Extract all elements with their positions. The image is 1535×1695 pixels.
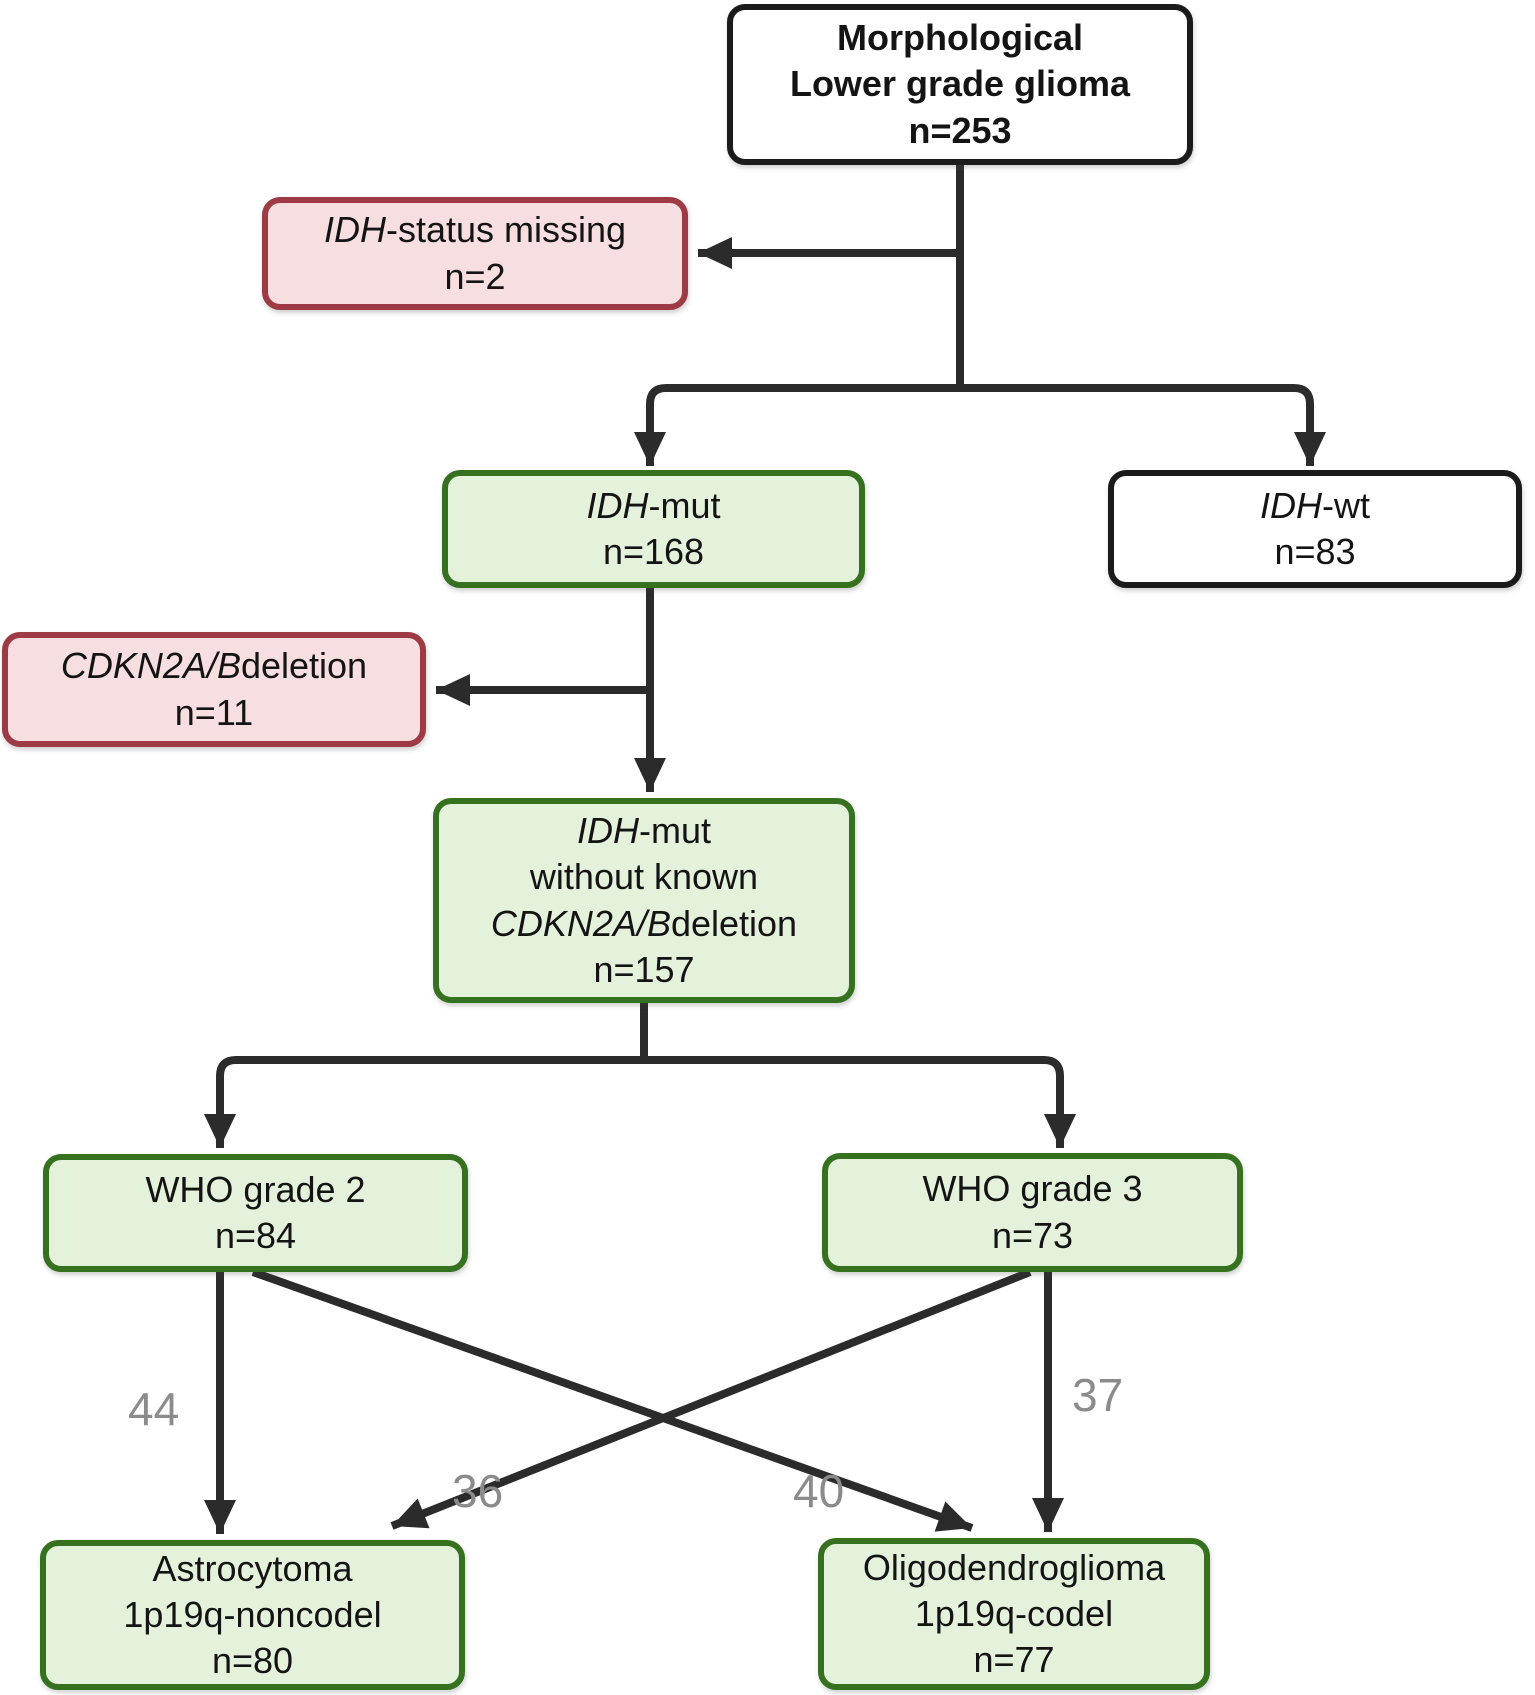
edge-root-branch [634,384,1326,466]
box-cdkn2ab-deletion: CDKN2A/Bdeletion n=11 [2,632,426,747]
box-who-grade-2: WHO grade 2 n=84 [43,1154,468,1272]
box-text: n=73 [991,1214,1074,1256]
gene-name: IDH [1260,484,1322,526]
gene-name: IDH [577,810,639,852]
box-line: n=84 [215,1213,296,1259]
box-line: IDH-mut [587,483,721,529]
box-line: n=80 [212,1638,293,1684]
box-line: n=253 [908,108,1011,154]
edge-nodel-branch [204,1056,1076,1148]
box-line: Lower grade glioma [790,61,1130,107]
box-line: IDH-status missing [324,207,626,253]
box-line: n=77 [973,1637,1054,1683]
box-text: deletion [240,645,368,687]
box-astrocytoma: Astrocytoma 1p19q-noncodel n=80 [40,1540,465,1690]
edge-label-who3-oligo: 37 [1072,1369,1124,1421]
box-text: Oligodendroglioma [862,1546,1166,1588]
edge-label-who2-oligo: 40 [793,1465,845,1517]
box-line: 1p19q-codel [915,1591,1113,1637]
box-text: n=11 [174,691,254,733]
box-text: 1p19q-noncodel [123,1593,382,1635]
box-line: n=2 [444,254,505,300]
gene-name: CDKN2A/B [60,645,241,687]
box-text: n=80 [211,1640,294,1682]
box-line: n=73 [992,1213,1073,1259]
box-idh-mut-without-deletion: IDH-mut without known CDKN2A/Bdeletion n… [433,798,855,1003]
box-text: 1p19q-codel [914,1592,1114,1634]
edge-label-who2-astro: 44 [128,1383,180,1435]
gene-name: IDH [323,209,386,251]
box-text: -mut [639,810,711,852]
box-line: CDKN2A/Bdeletion [491,901,797,947]
box-text: n=253 [908,109,1012,151]
box-line: Oligodendroglioma [863,1545,1165,1591]
box-idh-mut: IDH-mut n=168 [442,470,865,588]
box-morphological-lgg: Morphological Lower grade glioma n=253 [727,4,1193,165]
box-text: n=157 [593,948,695,990]
box-text: -status missing [385,209,627,251]
box-line: IDH-wt [1260,483,1370,529]
edge-who3-to-astro [390,1268,1032,1530]
box-idh-status-missing: IDH-status missing n=2 [262,197,688,310]
edge-who2-to-oligo [251,1268,974,1532]
box-text: -mut [648,484,721,526]
box-oligodendroglioma: Oligodendroglioma 1p19q-codel n=77 [818,1538,1210,1690]
box-line: 1p19q-noncodel [123,1592,381,1638]
gene-name: CDKN2A/B [490,902,671,944]
box-idh-wt: IDH-wt n=83 [1108,470,1522,588]
box-line: n=157 [593,947,694,993]
box-text: WHO grade 3 [922,1168,1143,1210]
box-text: deletion [670,902,798,944]
box-text: n=2 [444,255,506,297]
box-line: n=168 [603,529,704,575]
box-line: CDKN2A/Bdeletion [61,643,367,689]
box-text: Morphological [837,17,1083,59]
box-text: Lower grade glioma [789,63,1131,105]
box-line: n=83 [1274,529,1355,575]
box-line: without known [530,854,758,900]
box-text: WHO grade 2 [145,1168,366,1210]
edge-label-who3-astro: 36 [452,1465,504,1517]
box-text: n=83 [1274,531,1356,572]
box-line: n=11 [175,690,253,736]
box-line: WHO grade 2 [145,1167,365,1213]
box-text: n=168 [602,531,705,572]
box-text: n=77 [973,1639,1055,1681]
box-line: WHO grade 3 [922,1166,1142,1212]
box-text: Astrocytoma [152,1547,353,1589]
box-who-grade-3: WHO grade 3 n=73 [822,1153,1243,1272]
box-text: without known [529,856,759,898]
box-text: -wt [1322,484,1370,526]
box-line: Astrocytoma [152,1546,352,1592]
gene-name: IDH [586,484,649,526]
box-text: n=84 [214,1215,297,1256]
box-line: IDH-mut [577,808,711,854]
box-line: Morphological [837,15,1083,61]
